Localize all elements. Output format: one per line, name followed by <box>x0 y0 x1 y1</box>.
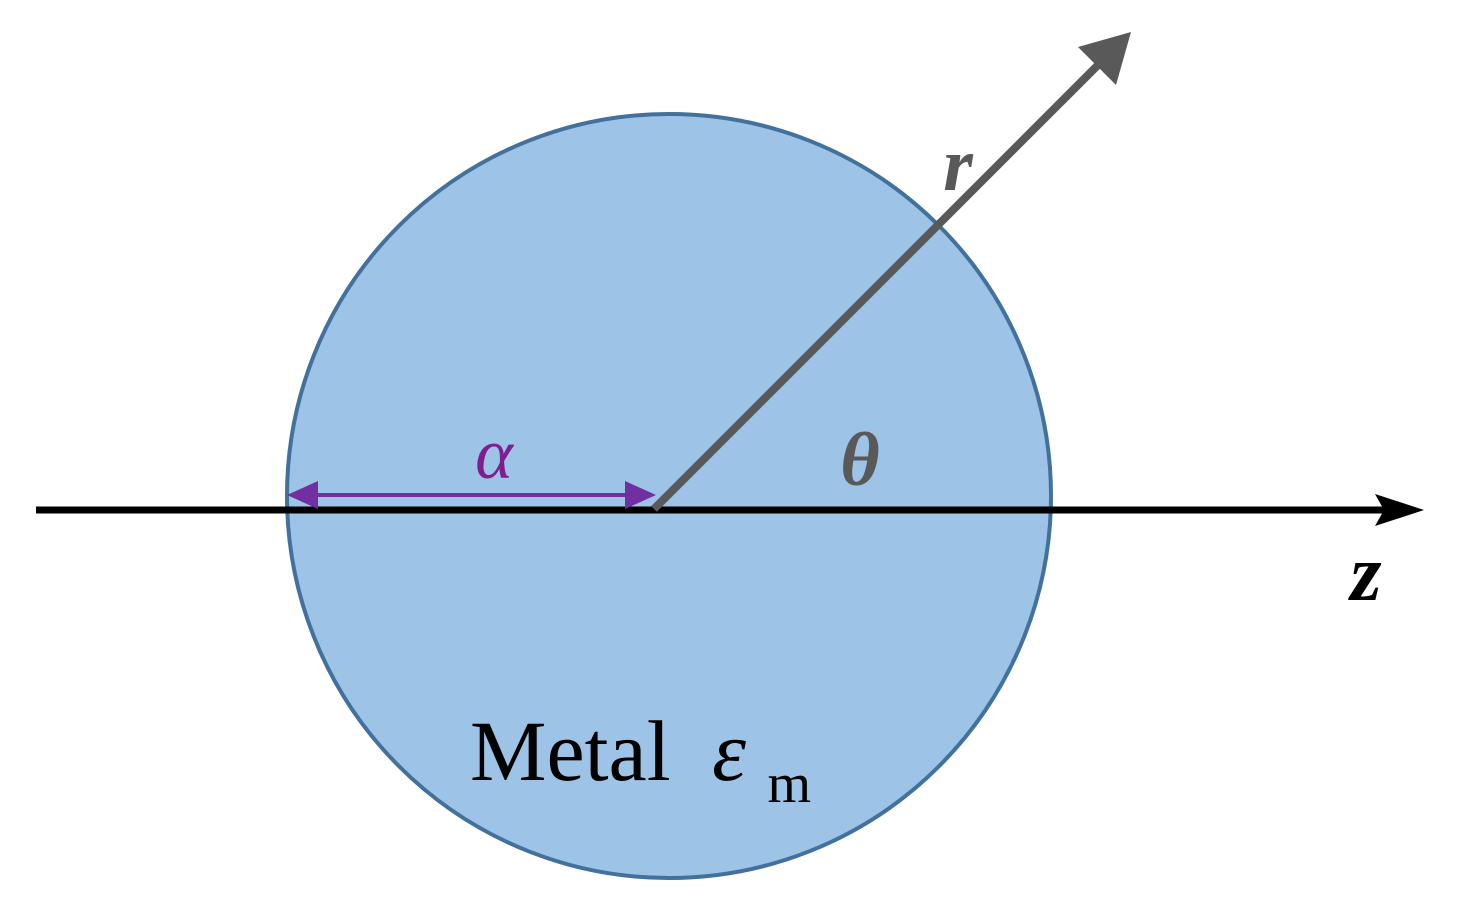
material-label: Metal ε m <box>470 703 811 815</box>
permittivity-subscript: m <box>768 753 812 815</box>
position-vector-label: r <box>943 123 974 207</box>
angle-label: θ <box>840 418 879 502</box>
radius-arrowhead-right <box>625 481 656 509</box>
material-name: Metal <box>470 703 671 799</box>
radius-label: α <box>475 414 514 494</box>
z-axis-label: z <box>1347 530 1381 618</box>
z-axis-arrowhead <box>1375 494 1424 526</box>
position-vector-arrowhead <box>1078 32 1131 85</box>
position-vector-line <box>651 48 1115 512</box>
permittivity-symbol: ε <box>712 703 746 799</box>
radius-arrowhead-left <box>287 481 318 509</box>
